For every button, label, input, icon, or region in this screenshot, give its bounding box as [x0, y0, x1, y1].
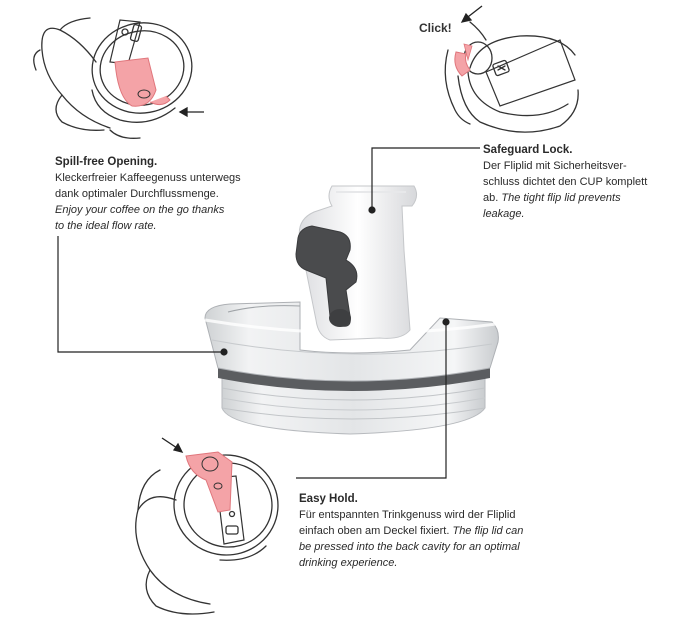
- leader-line-spill-free: [57, 236, 222, 353]
- easy-hold-line-3: be pressed into the back cavity for an o…: [299, 541, 520, 553]
- safeguard-line-3b: The tight flip lid prevents: [501, 192, 621, 204]
- spill-free-description: Spill-free Opening. Kleckerfreier Kaffee…: [55, 154, 295, 234]
- safeguard-title: Safeguard Lock.: [483, 144, 573, 156]
- spill-free-line-1: Kleckerfreier Kaffeegenuss unterwegs: [55, 172, 241, 184]
- safeguard-highlight: [454, 43, 473, 77]
- lid-product: [204, 185, 499, 435]
- click-label: Click!: [419, 21, 452, 35]
- safeguard-line-4: leakage.: [483, 208, 525, 220]
- leader-line-easy-hold: [296, 324, 447, 479]
- leader-line-safeguard: [371, 147, 480, 208]
- arrow-icon: [178, 106, 204, 118]
- safeguard-line-3a: ab.: [483, 192, 502, 204]
- easy-hold-line-2a: einfach oben am Deckel fixiert.: [299, 525, 453, 537]
- click-arrow-icon: [460, 5, 483, 23]
- leader-lines: [57, 147, 480, 479]
- spill-free-line-4: to the ideal flow rate.: [55, 220, 157, 232]
- spill-free-line-2: dank optimaler Durchflussmenge.: [55, 188, 219, 200]
- easy-hold-highlight: [185, 451, 233, 513]
- easy-hold-description: Easy Hold. Für entspannten Trinkgenuss w…: [299, 491, 589, 571]
- spill-free-highlight: [114, 57, 171, 107]
- easy-hold-arrow-icon: [161, 437, 184, 453]
- leader-dot-safeguard: [368, 206, 376, 214]
- hand-sketch-safeguard: [444, 21, 579, 133]
- leader-dot-easy-hold: [442, 318, 450, 326]
- easy-hold-line-2b: The flip lid can: [452, 525, 524, 537]
- hand-sketch-easy-hold: [135, 454, 279, 615]
- spill-free-line-3: Enjoy your coffee on the go thanks: [55, 204, 225, 216]
- easy-hold-line-1: Für entspannten Trinkgenuss wird der Fli…: [299, 509, 516, 521]
- easy-hold-line-4: drinking experience.: [299, 557, 398, 569]
- safeguard-line-2: schluss dichtet den CUP komplett: [483, 176, 648, 188]
- safeguard-description: Safeguard Lock. Der Fliplid mit Sicherhe…: [483, 142, 698, 222]
- hand-sketch-spill-free: [33, 17, 193, 139]
- leader-dot-spill-free: [220, 348, 228, 356]
- easy-hold-title: Easy Hold.: [299, 493, 358, 505]
- spill-free-title: Spill-free Opening.: [55, 156, 158, 168]
- safeguard-line-1: Der Fliplid mit Sicherheitsver-: [483, 160, 627, 172]
